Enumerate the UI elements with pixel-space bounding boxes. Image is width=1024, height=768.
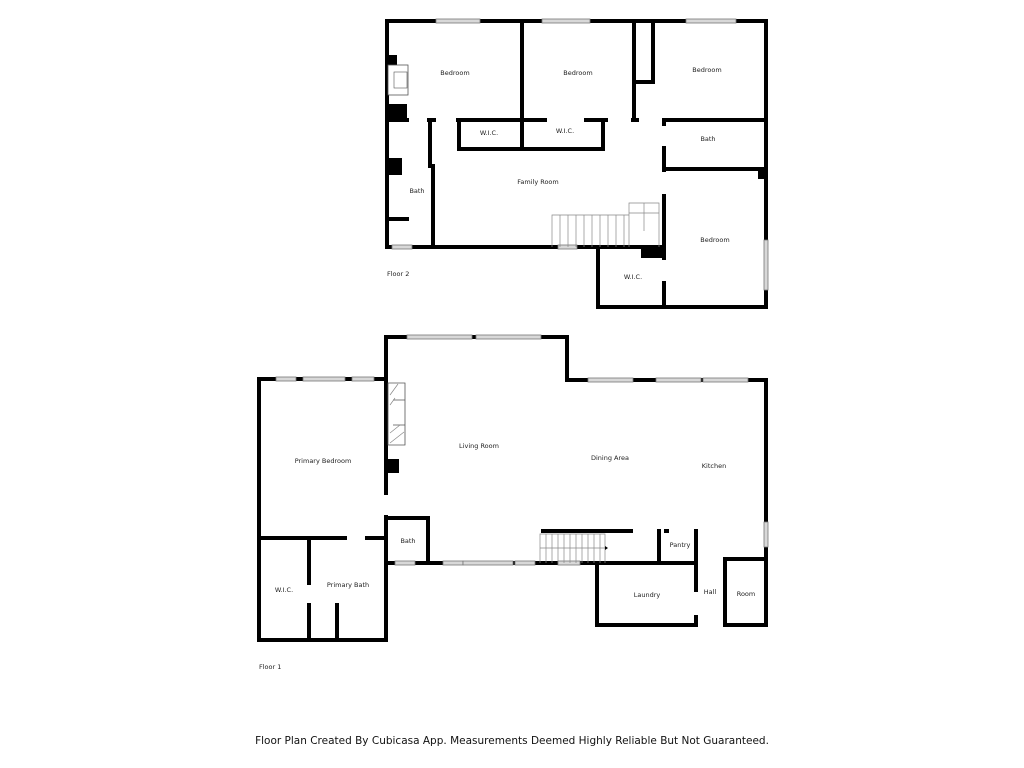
floor-1-label: Floor 1 xyxy=(259,663,281,671)
room-label: Laundry xyxy=(634,591,661,599)
room-label: Bath xyxy=(700,135,715,143)
room-label: Hall xyxy=(704,588,717,596)
room-label: Bath xyxy=(400,537,415,545)
room-label: Bedroom xyxy=(692,66,721,74)
room-label: Room xyxy=(737,590,756,598)
room-label: Primary Bath xyxy=(327,581,369,589)
floor-1-walls xyxy=(257,335,768,642)
disclaimer-footer: Floor Plan Created By Cubicasa App. Meas… xyxy=(255,735,769,747)
room-label: Bedroom xyxy=(440,69,469,77)
room-label: Kitchen xyxy=(702,462,726,470)
floor-2-walls xyxy=(385,19,768,309)
room-label: W.I.C. xyxy=(624,273,642,281)
floor-2-fixtures xyxy=(387,18,769,291)
room-label: W.I.C. xyxy=(556,127,574,135)
floor-2-plan: Bedroom Bedroom Bedroom W.I.C. W.I.C. Ba… xyxy=(385,18,769,309)
room-label: Bath xyxy=(409,187,424,195)
room-label: Bedroom xyxy=(563,69,592,77)
floor-1-fixtures xyxy=(275,334,769,566)
floor-2-label: Floor 2 xyxy=(387,270,409,278)
room-label: W.I.C. xyxy=(480,129,498,137)
room-label: W.I.C. xyxy=(275,586,293,594)
room-label: Living Room xyxy=(459,442,499,450)
room-label: Bedroom xyxy=(700,236,729,244)
room-label: Family Room xyxy=(517,178,559,186)
room-label: Dining Area xyxy=(591,454,629,462)
room-label: Primary Bedroom xyxy=(295,457,352,465)
room-label: Pantry xyxy=(670,541,691,549)
floor-1-plan: Primary Bedroom Living Room Dining Area … xyxy=(257,334,769,671)
